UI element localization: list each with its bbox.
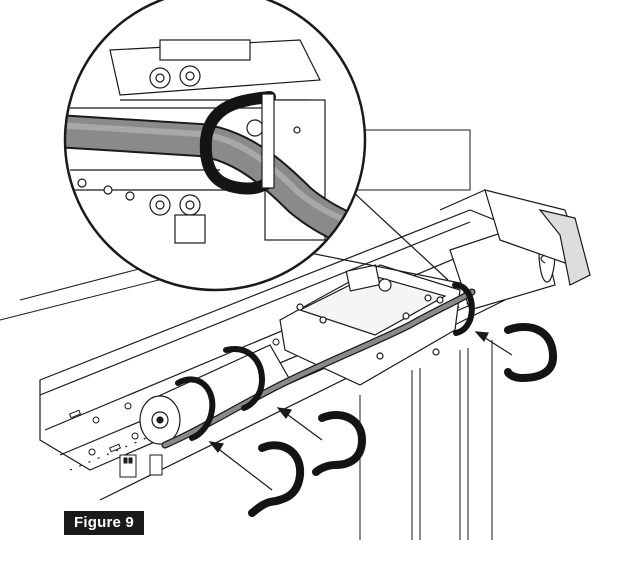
cable-clip-icon <box>248 441 305 517</box>
callout-leaders <box>294 177 461 284</box>
support-legs <box>359 340 493 540</box>
motor-carriage <box>279 264 461 386</box>
installed-clips <box>175 282 475 441</box>
installed-clip-1 <box>175 376 216 441</box>
cable-clip-icon <box>312 411 366 476</box>
installed-clip-2 <box>223 346 266 411</box>
cable-route <box>161 288 476 449</box>
end-cap <box>439 189 591 286</box>
cable-clip-icon <box>504 323 557 382</box>
magnifier-callout-icon <box>63 0 367 292</box>
arrow-icon <box>283 411 323 441</box>
loose-clips <box>248 323 557 517</box>
figure-label: Figure 9 <box>64 511 144 535</box>
arrow-icon <box>481 335 513 356</box>
connector-plugs <box>119 454 163 478</box>
installed-clip-3 <box>452 282 475 336</box>
install-arrows <box>208 331 513 491</box>
arrow-icon <box>215 446 273 491</box>
